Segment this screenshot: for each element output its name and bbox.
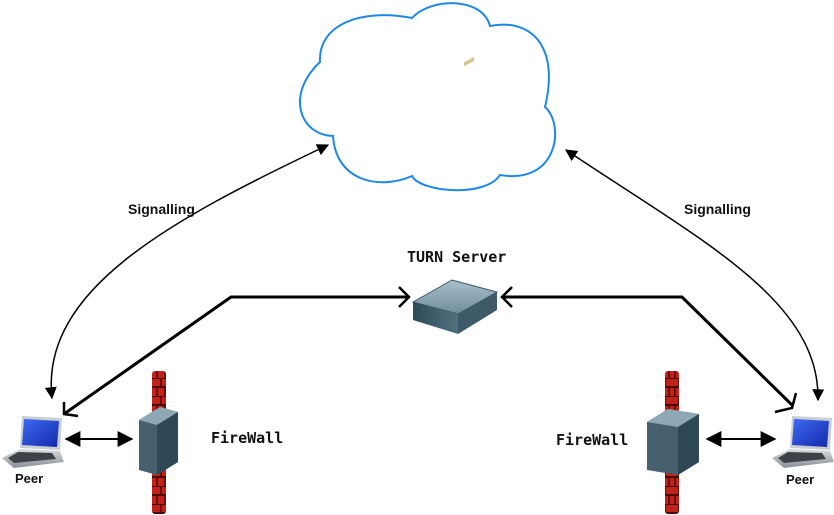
peer-right-laptop-icon — [772, 416, 834, 468]
relay-path-left — [62, 286, 411, 418]
firewall-left-label: FireWall — [211, 429, 283, 447]
turn-server-label: TURN Server — [407, 248, 506, 266]
internet-cloud — [298, 2, 557, 192]
firewall-right-label: FireWall — [556, 431, 628, 449]
relay-path-right — [500, 286, 798, 414]
signalling-arrow-right — [565, 149, 825, 402]
signalling-label-left: Signalling — [128, 201, 195, 217]
turn-server-icon — [411, 56, 499, 334]
peer-left-label: Peer — [15, 471, 43, 486]
firewall-right-icon — [647, 371, 699, 514]
peer-right-label: Peer — [786, 472, 814, 487]
signalling-label-right: Signalling — [684, 201, 751, 217]
peer-left-laptop-icon — [2, 416, 64, 468]
firewall-left-icon — [139, 371, 178, 514]
signalling-arrow-left — [44, 144, 330, 400]
cloud-shape — [298, 2, 557, 192]
